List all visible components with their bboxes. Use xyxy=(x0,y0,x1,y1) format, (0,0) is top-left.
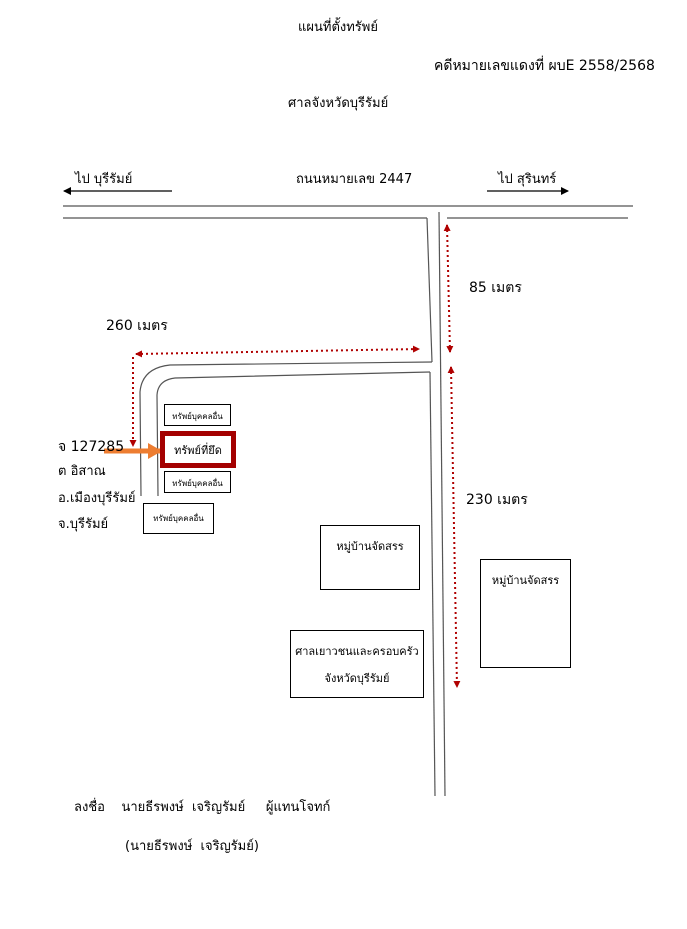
neighbor-parcel-bottom-label: ทรัพย์บุคคลอื่น xyxy=(172,479,223,488)
distance-west-label: 260 เมตร xyxy=(106,318,168,334)
neighbor-parcel-left: ทรัพย์บุคคลอื่น xyxy=(143,503,214,534)
side-road xyxy=(426,211,446,797)
neighbor-parcel-top: ทรัพย์บุคคลอื่น xyxy=(164,404,231,426)
housing-estate-2: หมู่บ้านจัดสรร xyxy=(480,559,571,668)
map-title: แผนที่ตั้งทรัพย์ xyxy=(298,20,378,35)
signature-line: ลงชื่อ นายธีรพงษ์ เจริญรัมย์ ผู้แทนโจทก์ xyxy=(74,800,331,815)
housing-estate-1: หมู่บ้านจัดสรร xyxy=(320,525,420,590)
main-road xyxy=(63,205,633,219)
signature-printed-name: (นายธีรพงษ์ เจริญรัมย์) xyxy=(125,839,259,854)
housing-estate-1-label: หมู่บ้านจัดสรร xyxy=(336,540,404,553)
distance-line-south xyxy=(447,366,461,688)
family-court-label-2: จังหวัดบุรีรัมย์ xyxy=(324,672,390,685)
seized-parcel: ทรัพย์ที่ยึด xyxy=(160,431,236,468)
neighbor-parcel-top-label: ทรัพย์บุคคลอื่น xyxy=(172,412,223,421)
family-court-label-1: ศาลเยาวชนและครอบครัว xyxy=(295,645,419,658)
neighbor-parcel-bottom: ทรัพย์บุคคลอื่น xyxy=(164,471,231,493)
road-name: ถนนหมายเลข 2447 xyxy=(296,172,413,187)
family-court: ศาลเยาวชนและครอบครัว จังหวัดบุรีรัมย์ xyxy=(290,630,424,698)
distance-north-label: 85 เมตร xyxy=(469,280,522,296)
distance-line-west xyxy=(135,345,420,358)
direction-buriram: ไป บุรีรัมย์ xyxy=(75,172,133,187)
district: อ.เมืองบุรีรัมย์ xyxy=(58,491,136,506)
distance-line-north xyxy=(443,224,454,353)
court-name: ศาลจังหวัดบุรีรัมย์ xyxy=(288,96,389,111)
distance-south-label: 230 เมตร xyxy=(466,492,528,508)
case-number: คดีหมายเลขแดงที่ ผบE 2558/2568 xyxy=(434,58,655,74)
deed-number: จ 127285 xyxy=(58,439,125,455)
housing-estate-2-label: หมู่บ้านจัดสรร xyxy=(491,574,560,587)
province: จ.บุรีรัมย์ xyxy=(58,517,109,532)
access-lane xyxy=(139,361,433,497)
seized-parcel-label: ทรัพย์ที่ยึด xyxy=(174,443,222,457)
distance-markers xyxy=(129,224,461,688)
direction-surin: ไป สุรินทร์ xyxy=(498,172,557,187)
subdistrict: ต อิสาณ xyxy=(58,464,106,479)
neighbor-parcel-left-label: ทรัพย์บุคคลอื่น xyxy=(153,514,204,523)
